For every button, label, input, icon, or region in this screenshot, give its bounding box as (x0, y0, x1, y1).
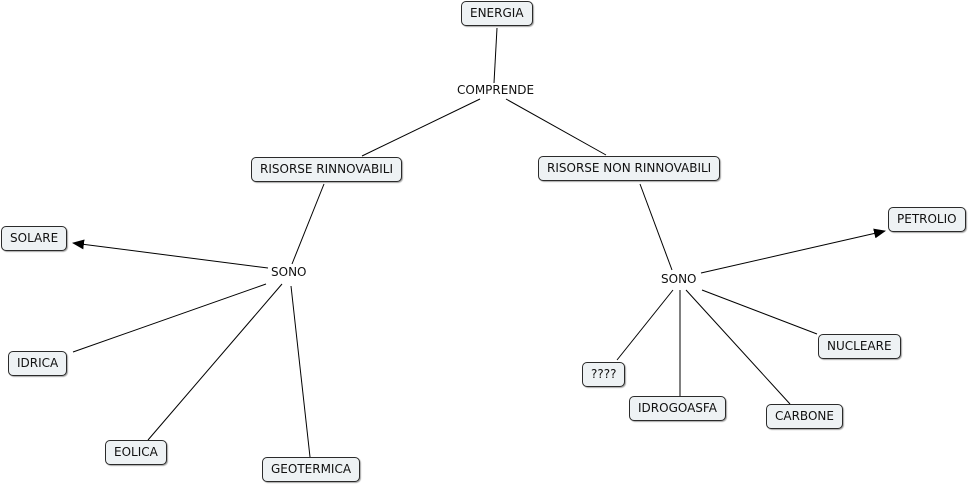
link-sono-non-rinnovabili: SONO (659, 272, 699, 286)
line-sono-nucleare (701, 289, 818, 335)
node-petrolio[interactable]: PETROLIO (888, 207, 966, 232)
line-sono-eolica (147, 283, 283, 441)
line-rinnovabili-sono (291, 183, 325, 265)
line-comprende-rinnovabili (361, 98, 481, 157)
line-non-rinnovabili-sono (639, 183, 673, 271)
node-unknown[interactable]: ???? (582, 362, 626, 387)
arrow-sono-solare (72, 239, 269, 269)
node-idrica[interactable]: IDRICA (8, 351, 68, 376)
node-solare[interactable]: SOLARE (1, 226, 68, 251)
line-sono-carbone (685, 289, 791, 405)
link-comprende: COMPRENDE (455, 83, 537, 97)
node-carbone[interactable]: CARBONE (766, 404, 843, 429)
line-energia-comprende (493, 27, 498, 84)
node-energia[interactable]: ENERGIA (461, 1, 533, 26)
node-geotermica[interactable]: GEOTERMICA (262, 457, 361, 482)
link-sono-rinnovabili: SONO (269, 265, 309, 279)
node-risorse-rinnovabili[interactable]: RISORSE RINNOVABILI (251, 157, 403, 182)
line-sono-unknown (616, 289, 674, 361)
line-sono-idrica (72, 283, 267, 353)
node-nucleare[interactable]: NUCLEARE (818, 334, 901, 359)
node-eolica[interactable]: EOLICA (105, 440, 167, 465)
node-risorse-non-rinnovabili[interactable]: RISORSE NON RINNOVABILI (538, 156, 721, 181)
arrow-sono-petrolio (700, 228, 886, 274)
line-comprende-non-rinnovabili (505, 98, 607, 156)
line-sono-geotermica (290, 285, 311, 458)
node-idrogoasfa[interactable]: IDROGOASFA (629, 396, 726, 421)
